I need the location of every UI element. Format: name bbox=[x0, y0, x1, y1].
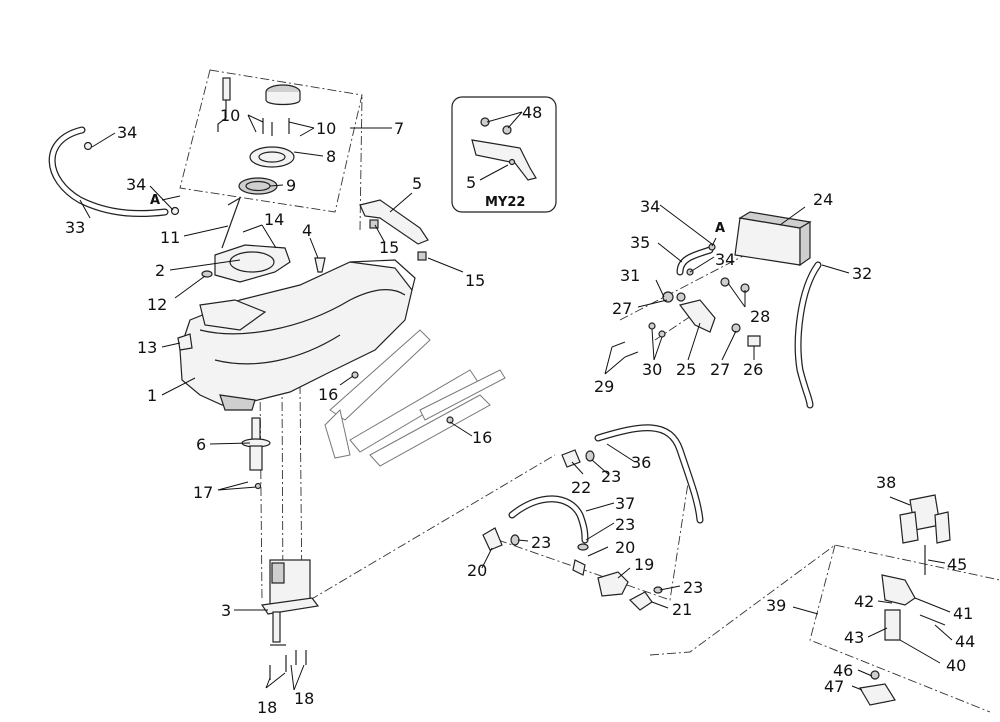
filler-cap-assembly-part-7 bbox=[217, 77, 301, 136]
valve-part-6 bbox=[241, 417, 271, 490]
svg-text:A: A bbox=[715, 221, 725, 236]
evap-canister-part-24 bbox=[734, 211, 812, 267]
callout-45: 45 bbox=[947, 555, 967, 574]
callout-6: 6 bbox=[196, 435, 206, 454]
callout-36: 36 bbox=[631, 453, 651, 472]
callout-47: 47 bbox=[824, 677, 844, 696]
my22-inset bbox=[451, 96, 557, 213]
fuel-tank-part-1 bbox=[179, 259, 416, 411]
callout-27-right: 27 bbox=[710, 360, 730, 379]
callout-43: 43 bbox=[844, 628, 864, 647]
callout-17: 17 bbox=[193, 483, 213, 502]
callout-42: 42 bbox=[854, 592, 874, 611]
callout-32: 32 bbox=[852, 264, 872, 283]
callout-34-right-lower: 34 bbox=[715, 250, 735, 269]
callout-15-lower: 15 bbox=[465, 271, 485, 290]
callout-28: 28 bbox=[750, 307, 770, 326]
callout-34-right-upper: 34 bbox=[640, 197, 660, 216]
breather-hose-part-33 bbox=[48, 126, 180, 218]
svg-text:A: A bbox=[150, 193, 160, 208]
callout-11: 11 bbox=[160, 228, 180, 247]
callout-22: 22 bbox=[571, 478, 591, 497]
callout-14: 14 bbox=[264, 210, 284, 229]
callout-31: 31 bbox=[620, 266, 640, 285]
fuel-hose-part-37 bbox=[508, 495, 589, 544]
chassis-frame bbox=[324, 329, 506, 467]
leader-lines bbox=[79, 114, 953, 691]
callout-12: 12 bbox=[147, 295, 167, 314]
inset-model-label: MY22 bbox=[485, 195, 525, 210]
callout-19: 19 bbox=[634, 555, 654, 574]
sensor-assembly-parts-38-47 bbox=[859, 494, 951, 706]
callout-9: 9 bbox=[286, 176, 296, 195]
callout-20-left: 20 bbox=[467, 561, 487, 580]
tank-mounting-plate-part-2 bbox=[214, 244, 291, 283]
callout-35: 35 bbox=[630, 233, 650, 252]
inset-callout-48: 48 bbox=[522, 103, 542, 122]
callout-44: 44 bbox=[955, 632, 975, 651]
callout-26: 26 bbox=[743, 360, 763, 379]
canister-bracket-parts-25-31 bbox=[611, 243, 761, 358]
callout-24: 24 bbox=[813, 190, 833, 209]
callout-29: 29 bbox=[594, 377, 614, 396]
callout-13: 13 bbox=[137, 338, 157, 357]
callout-27-left: 27 bbox=[612, 299, 632, 318]
callout-16-upper: 16 bbox=[318, 385, 338, 404]
callout-34-left-upper: 34 bbox=[117, 123, 137, 142]
callout-15-upper: 15 bbox=[379, 238, 399, 257]
callout-10-left: 10 bbox=[220, 106, 240, 125]
callout-37: 37 bbox=[615, 494, 635, 513]
callout-25: 25 bbox=[676, 360, 696, 379]
callout-1: 1 bbox=[147, 386, 157, 405]
callout-18-right: 18 bbox=[294, 689, 314, 708]
callout-3: 3 bbox=[221, 601, 231, 620]
callout-23-a: 23 bbox=[601, 467, 621, 486]
callout-23-b: 23 bbox=[615, 515, 635, 534]
callout-39: 39 bbox=[766, 596, 786, 615]
fuel-pump-part-3 bbox=[260, 559, 320, 680]
fuel-hose-part-36 bbox=[594, 424, 704, 524]
view-marker-left: A bbox=[150, 193, 181, 208]
callout-2: 2 bbox=[155, 261, 165, 280]
callout-38: 38 bbox=[876, 473, 896, 492]
inset-callout-5: 5 bbox=[466, 173, 476, 192]
misc-fasteners-left bbox=[177, 196, 454, 424]
callout-8: 8 bbox=[326, 147, 336, 166]
callout-23-d: 23 bbox=[683, 578, 703, 597]
callout-20-right: 20 bbox=[615, 538, 635, 557]
callout-18-left: 18 bbox=[257, 698, 277, 717]
callout-40: 40 bbox=[946, 656, 966, 675]
callout-23-c: 23 bbox=[531, 533, 551, 552]
callout-16-lower: 16 bbox=[472, 428, 492, 447]
callout-41: 41 bbox=[953, 604, 973, 623]
canister-hose-part-32 bbox=[794, 261, 822, 409]
tank-bracket-part-5 bbox=[359, 199, 429, 261]
callout-21: 21 bbox=[672, 600, 692, 619]
assembly-outlines bbox=[179, 69, 1000, 713]
callout-7: 7 bbox=[394, 119, 404, 138]
canister-hose-part-35 bbox=[676, 246, 714, 276]
callout-5: 5 bbox=[412, 174, 422, 193]
callout-34-left-lower: 34 bbox=[126, 175, 146, 194]
callout-labels: 1 2 3 4 5 6 7 8 9 10 10 11 12 13 14 15 1… bbox=[65, 103, 975, 717]
filler-ring-part-8 bbox=[249, 146, 295, 168]
fuel-fittings-19-23 bbox=[482, 449, 663, 611]
callout-33: 33 bbox=[65, 218, 85, 237]
callout-46: 46 bbox=[833, 661, 853, 680]
callout-4: 4 bbox=[302, 221, 312, 240]
callout-30: 30 bbox=[642, 360, 662, 379]
view-marker-right: A bbox=[711, 221, 725, 247]
callout-10-right: 10 bbox=[316, 119, 336, 138]
